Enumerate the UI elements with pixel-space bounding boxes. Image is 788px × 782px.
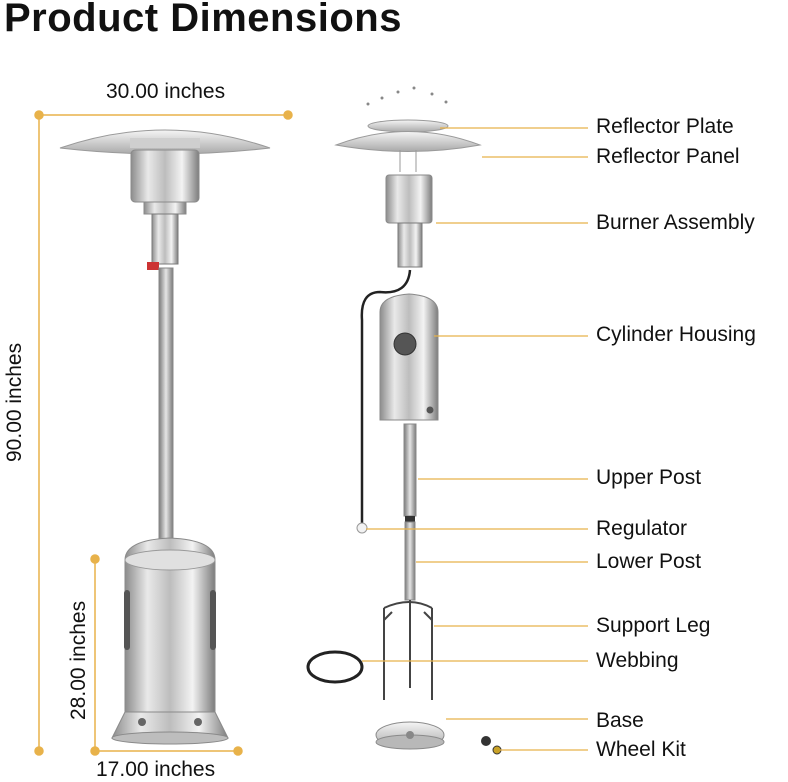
dimension-lines (34, 110, 293, 756)
width-base-label: 17.00 inches (96, 758, 216, 781)
label-upper-post: Upper Post (596, 466, 702, 489)
label-wheel-kit: Wheel Kit (596, 738, 686, 761)
callout-lines (362, 127, 588, 751)
page-title: Product Dimensions (4, 0, 402, 40)
height-total-label: 90.00 inches (3, 342, 26, 462)
label-cylinder-housing: Cylinder Housing (596, 323, 756, 346)
assembled-heater (59, 129, 271, 745)
label-lower-post: Lower Post (596, 550, 702, 573)
label-reflector-panel: Reflector Panel (596, 145, 740, 168)
height-base-label: 28.00 inches (67, 600, 90, 720)
exploded-heater (306, 86, 502, 755)
label-burner-assembly: Burner Assembly (596, 211, 755, 234)
width-top-label: 30.00 inches (106, 80, 226, 103)
label-webbing: Webbing (596, 649, 679, 672)
label-support-leg: Support Leg (596, 614, 711, 637)
label-base: Base (596, 709, 644, 732)
label-reflector-plate: Reflector Plate (596, 115, 734, 138)
label-regulator: Regulator (596, 517, 688, 540)
